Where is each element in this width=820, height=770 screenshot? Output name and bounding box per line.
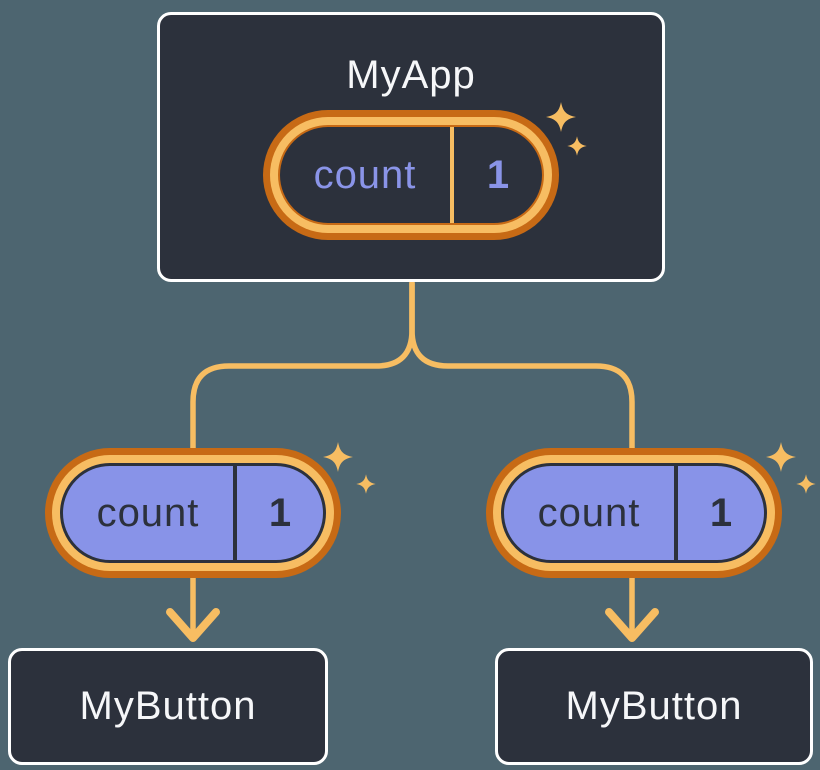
state-pill-label-cell: count <box>280 127 450 223</box>
prop-pill-ring: count 1 <box>493 455 775 571</box>
pill-divider <box>674 466 678 560</box>
pill-divider <box>233 466 237 560</box>
sparkle-icon-small <box>567 136 587 156</box>
state-value: 1 <box>486 152 510 197</box>
sparkle-icon <box>323 442 353 472</box>
prop-pill-label-cell: count <box>63 466 233 560</box>
component-title: MyButton <box>565 684 743 728</box>
prop-pill: count 1 <box>45 448 341 578</box>
prop-value: 1 <box>268 490 292 535</box>
component-box-mybutton-right: MyButton <box>495 648 813 765</box>
connector-right-branch <box>409 280 635 639</box>
prop-pill-value-cell: 1 <box>678 466 764 560</box>
component-title: MyApp <box>346 53 476 97</box>
prop-name: count <box>537 490 641 535</box>
state-name: count <box>313 152 417 197</box>
pill-divider <box>450 127 454 223</box>
state-pill-value-cell: 1 <box>454 127 542 223</box>
prop-pill-label-cell: count <box>504 466 674 560</box>
prop-pill-ring: count 1 <box>52 455 334 571</box>
sparkle-icon <box>546 102 576 132</box>
sparkle-icon <box>766 442 796 472</box>
component-title: MyButton <box>79 684 257 728</box>
prop-value: 1 <box>709 490 733 535</box>
sparkle-icon-small <box>796 474 816 494</box>
state-pill-ring: count 1 <box>270 117 552 233</box>
arrowhead-down-icon <box>166 608 220 642</box>
prop-pill: count 1 <box>486 448 782 578</box>
state-pill: count 1 <box>263 110 559 240</box>
connector-left-branch <box>190 280 415 639</box>
prop-pill-value-cell: 1 <box>237 466 323 560</box>
component-box-mybutton-left: MyButton <box>8 648 328 765</box>
sparkle-icon-small <box>356 474 376 494</box>
arrowhead-down-icon <box>605 608 659 642</box>
prop-name: count <box>96 490 200 535</box>
